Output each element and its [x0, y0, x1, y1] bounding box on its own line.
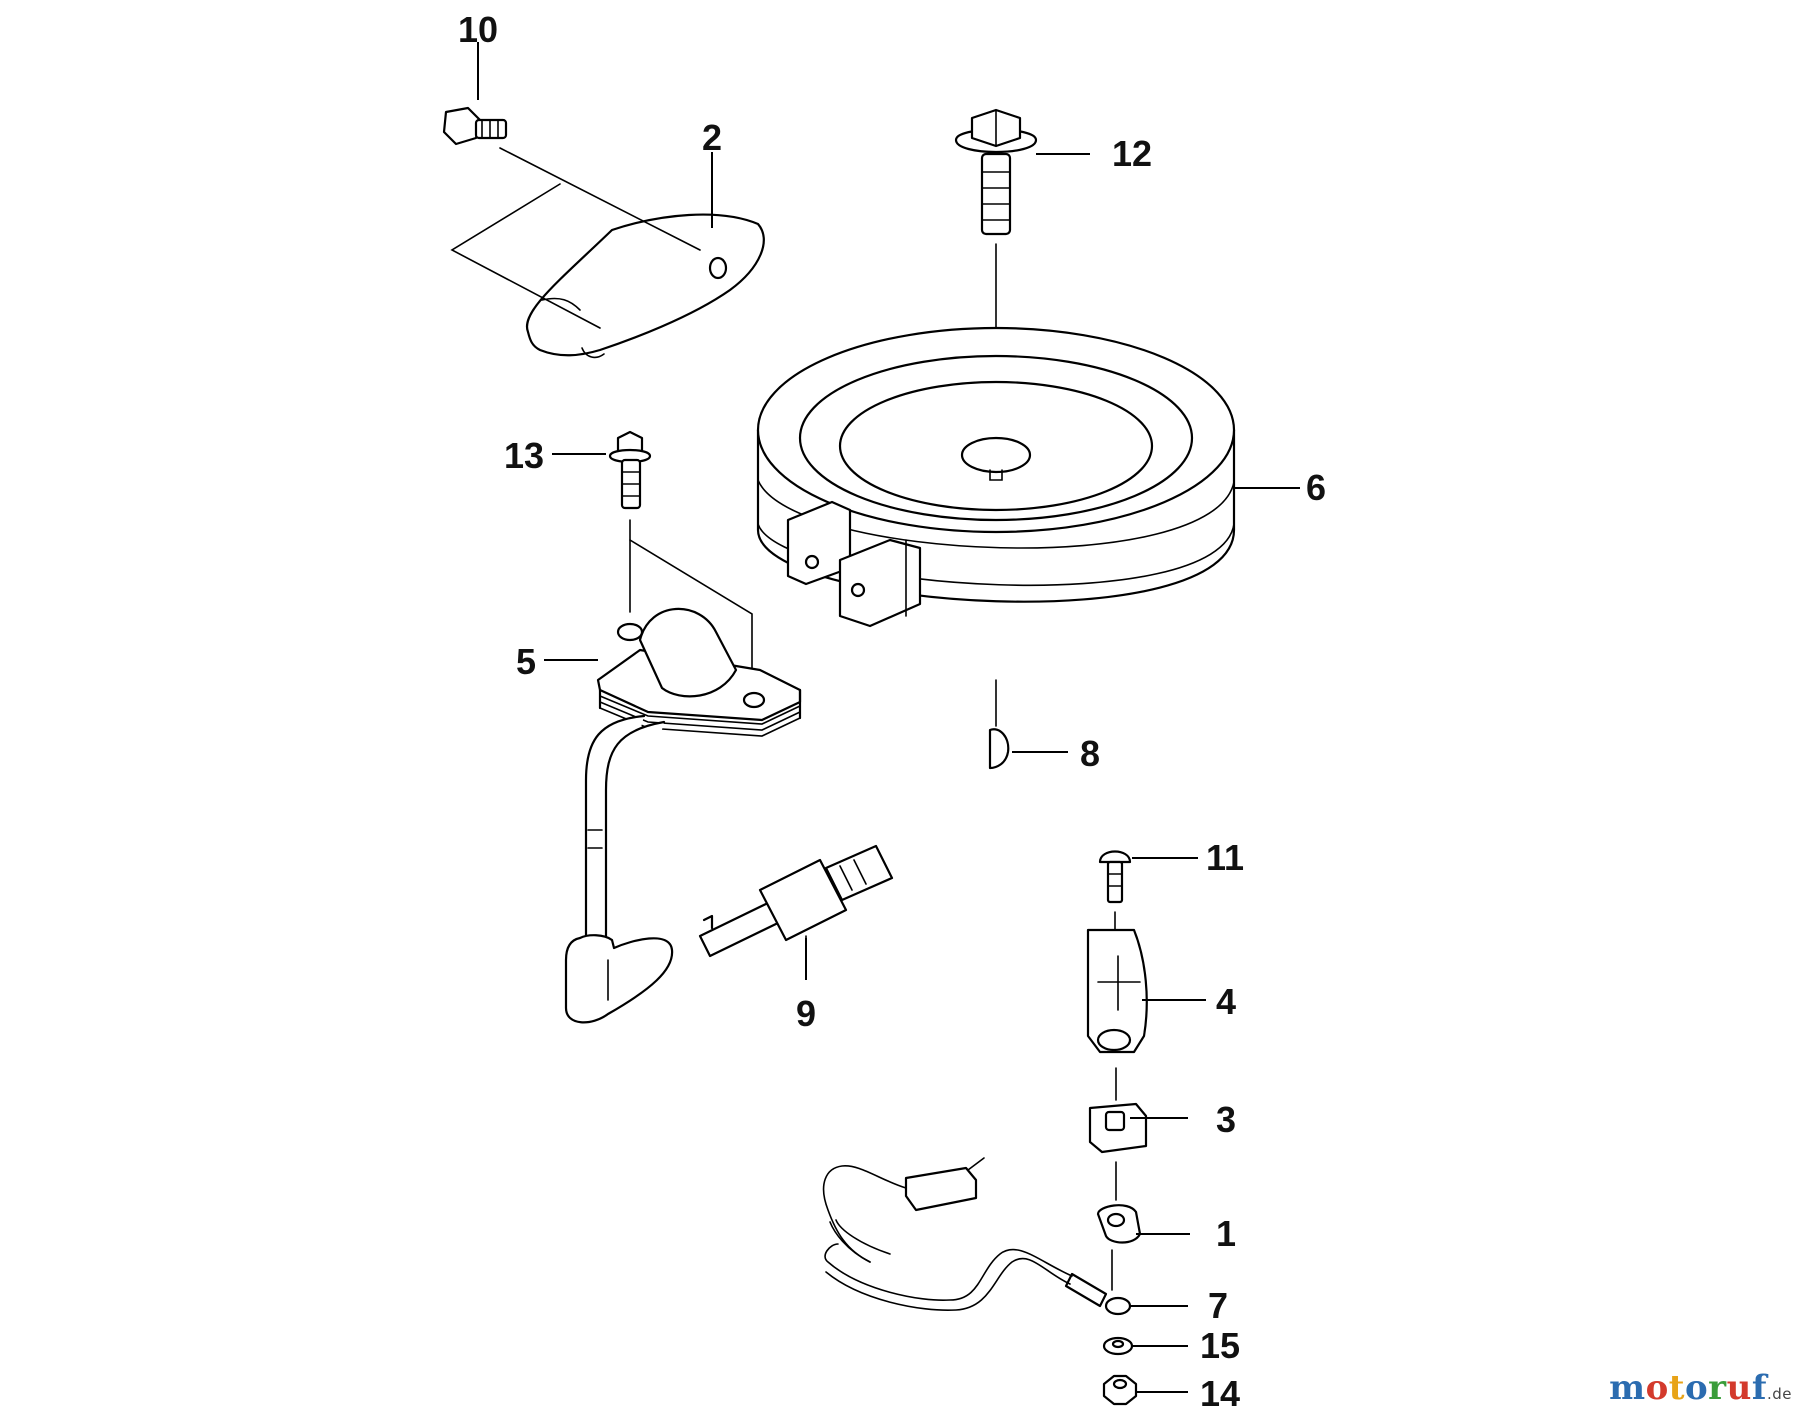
screw-11	[1098, 850, 1132, 931]
callout-4: 4	[1216, 981, 1236, 1022]
screw-10	[442, 106, 508, 146]
callout-7: 7	[1208, 1285, 1228, 1326]
spark-plug-9	[698, 844, 894, 969]
callouts: 10 2 12 13 6 5 8 11 9 4 3 1 7 15 14	[458, 9, 1326, 1414]
watermark-letter: o	[1684, 1368, 1709, 1408]
nut-14	[1102, 1374, 1138, 1406]
ground-wire-7	[822, 1157, 1132, 1316]
watermark-letter: r	[1708, 1368, 1727, 1408]
callout-8: 8	[1080, 733, 1100, 774]
flywheel-6	[756, 326, 1236, 628]
washer-15	[1102, 1336, 1134, 1356]
watermark-letter: t	[1668, 1368, 1685, 1408]
screw-13	[608, 430, 753, 681]
watermark-logo: motoruf.de	[1609, 1368, 1792, 1408]
clip-3	[1088, 1067, 1148, 1154]
callout-1: 1	[1216, 1213, 1236, 1254]
callout-11: 11	[1206, 837, 1244, 878]
callout-9: 9	[796, 993, 816, 1034]
callout-10: 10	[458, 9, 498, 50]
ignition-coil-5	[564, 607, 802, 1024]
watermark-tld: .de	[1766, 1385, 1792, 1403]
callout-6: 6	[1306, 467, 1326, 508]
callout-2: 2	[702, 117, 722, 158]
callout-5: 5	[516, 641, 536, 682]
key-8	[988, 679, 1010, 770]
watermark-letter: u	[1726, 1368, 1752, 1408]
bracket-4	[1086, 928, 1148, 1054]
cover-plate-2	[450, 147, 765, 359]
callout-12: 12	[1112, 133, 1152, 174]
watermark-letter: m	[1609, 1368, 1646, 1408]
callout-14: 14	[1200, 1373, 1240, 1414]
leader-lines	[477, 42, 1300, 1393]
watermark-text: motoruf	[1609, 1368, 1767, 1408]
callout-15: 15	[1200, 1325, 1240, 1366]
watermark-letter: f	[1751, 1368, 1767, 1408]
callout-3: 3	[1216, 1099, 1236, 1140]
watermark-letter: o	[1645, 1368, 1669, 1408]
tab-1	[1096, 1161, 1142, 1244]
callout-13: 13	[504, 435, 544, 476]
